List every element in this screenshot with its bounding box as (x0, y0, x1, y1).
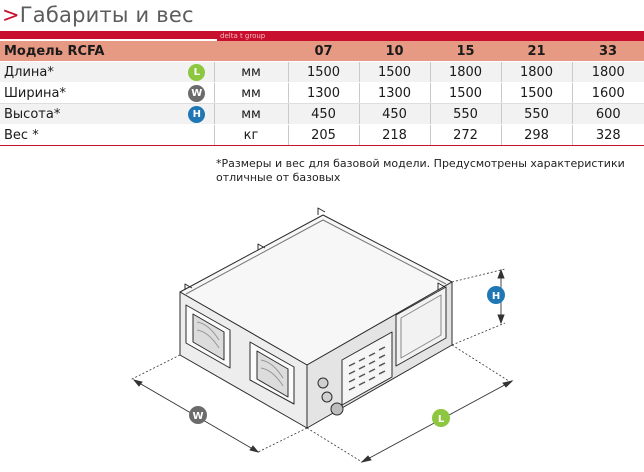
table-cell: 1800 (500, 61, 573, 83)
table-cell: 205 (287, 124, 360, 146)
width-badge-label: W (192, 411, 203, 422)
brand-tag: delta t group (217, 31, 644, 41)
row-label: Длина* (0, 61, 180, 83)
connector-icon (321, 391, 333, 403)
unit-dimension-drawing: H W L (129, 207, 514, 463)
model-15-header: 15 (430, 41, 502, 62)
row-label: Ширина* (0, 82, 180, 104)
table-row-width: Ширина* W мм 1300 1300 1500 1500 1600 (0, 82, 644, 104)
page-title: >Габариты и вес (2, 0, 194, 30)
table-cell: 1800 (571, 61, 644, 83)
drain-connector-icon (330, 402, 344, 416)
model-21-header: 21 (501, 41, 573, 62)
connector-icon (317, 377, 329, 389)
table-cell: 272 (429, 124, 502, 146)
table-cell: 450 (358, 103, 431, 125)
table-cell: 1600 (571, 82, 644, 104)
table-row-length: Длина* L мм 1500 1500 1800 1800 1800 (0, 61, 644, 83)
table-cell: 1300 (358, 82, 431, 104)
model-07-header: 07 (288, 41, 360, 62)
length-badge-icon: L (188, 63, 206, 81)
table-cell: 1500 (500, 82, 573, 104)
table-cell: 1500 (429, 82, 502, 104)
model-10-header: 10 (359, 41, 431, 62)
height-badge-label: H (492, 291, 500, 302)
unit-access-panel (395, 286, 447, 367)
table-header-row: Модель RCFA 07 10 15 21 33 (0, 41, 644, 62)
table-row-height: Высота* H мм 450 450 550 550 600 (0, 103, 644, 125)
table-cell: 218 (358, 124, 431, 146)
table-cell: 450 (287, 103, 360, 125)
table-cell: 1500 (287, 61, 360, 83)
table-cell: 1300 (287, 82, 360, 104)
table-row-weight: Вес * кг 205 218 272 298 328 (0, 124, 644, 146)
width-badge-icon: W (188, 84, 206, 102)
dimension-badge-w: W (189, 406, 207, 424)
table-cell: 600 (571, 103, 644, 125)
row-label: Высота* (0, 103, 180, 125)
height-badge-icon: H (188, 105, 206, 123)
title-text: Габариты и вес (19, 3, 194, 27)
model-33-header: 33 (572, 41, 644, 62)
length-badge-label: L (438, 414, 445, 425)
dimensions-table: Модель RCFA 07 10 15 21 33 Длина* L мм 1… (0, 41, 644, 146)
dimension-badge-l: L (432, 409, 450, 427)
title-marker: > (2, 3, 20, 27)
table-cell: 550 (429, 103, 502, 125)
row-unit: мм (213, 103, 289, 125)
table-cell: 1500 (358, 61, 431, 83)
footnote: *Размеры и вес для базовой модели. Преду… (216, 157, 625, 184)
table-cell: 550 (500, 103, 573, 125)
table-cell: 1800 (429, 61, 502, 83)
model-header-label: Модель RCFA (0, 41, 289, 62)
table-cell: 298 (500, 124, 573, 146)
row-unit: кг (213, 124, 289, 146)
table-cell: 328 (571, 124, 644, 146)
dimension-badge-h: H (487, 286, 505, 304)
row-unit: мм (213, 82, 289, 104)
row-unit: мм (213, 61, 289, 83)
row-label: Вес * (0, 124, 180, 146)
